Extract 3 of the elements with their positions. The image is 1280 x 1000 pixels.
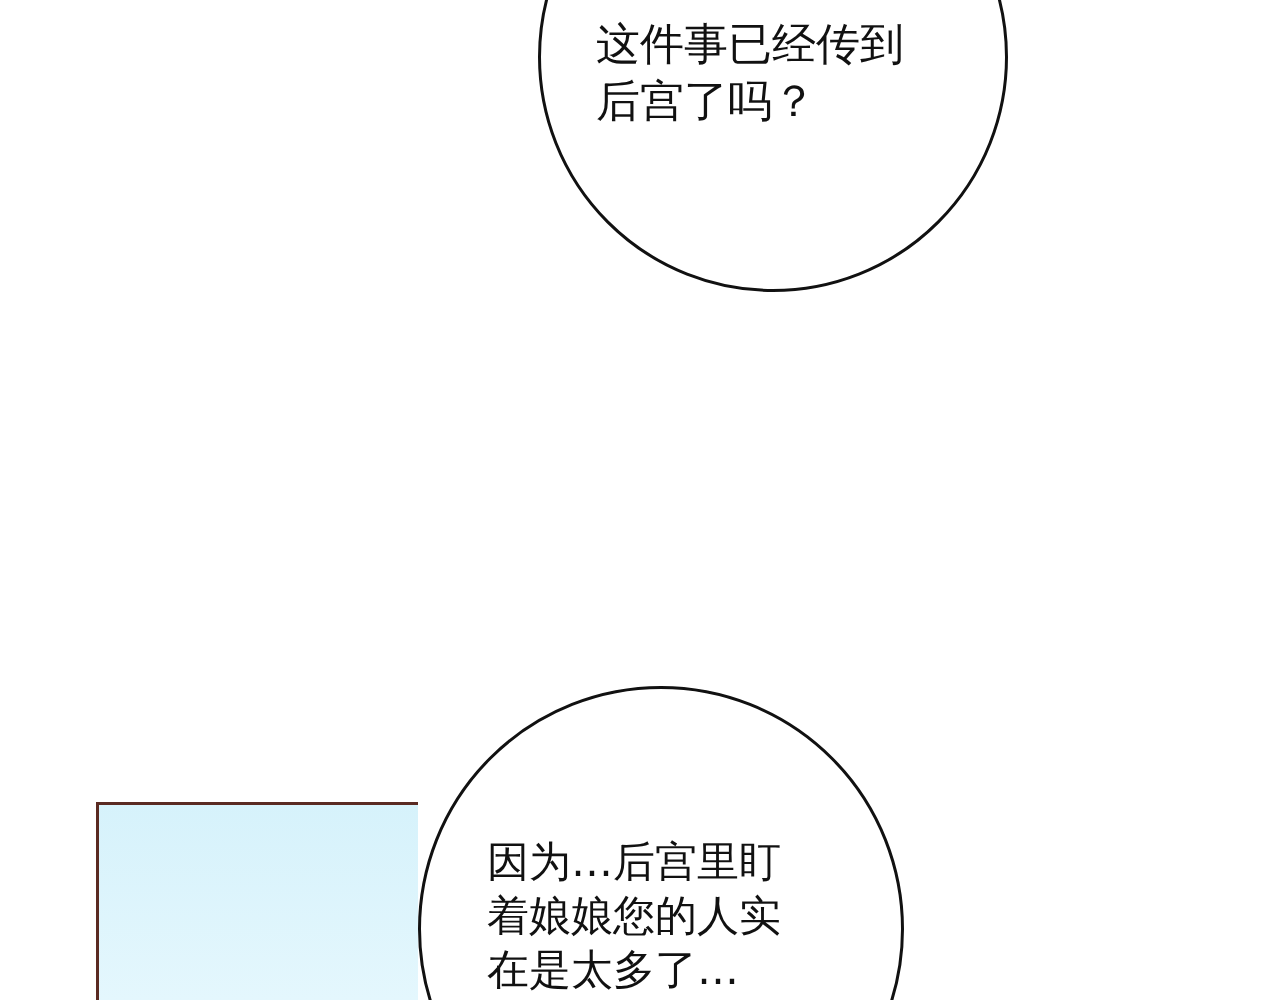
comic-panel <box>96 802 418 1000</box>
dialogue-text: 因为…后宫里盯着娘娘您的人实在是太多了… <box>487 836 782 996</box>
dialogue-text: 这件事已经传到后宫了吗？ <box>596 17 905 128</box>
